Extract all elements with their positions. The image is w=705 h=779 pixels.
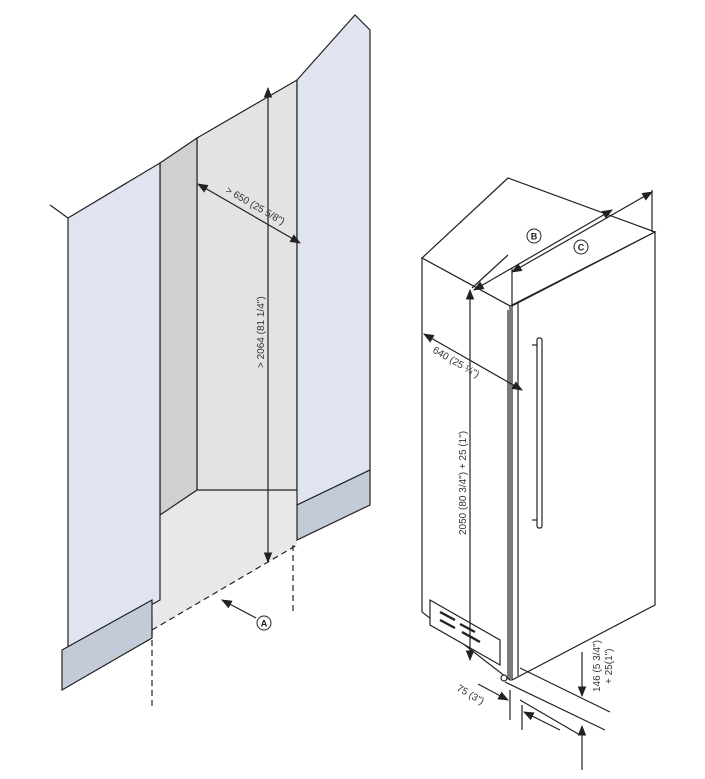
label-plinth-height-1: 146 (5 3/4") [592, 640, 603, 692]
svg-text:B: B [531, 232, 538, 242]
label-appliance-height: 2050 (80 3/4") + 25 (1") [458, 431, 469, 535]
callout-a: A [256, 615, 272, 631]
dimension-depth-line [423, 333, 523, 391]
left-plinth [61, 598, 153, 692]
left-wall [67, 161, 161, 652]
left-wall-top-edge [49, 204, 69, 219]
niche-back-wall [196, 78, 298, 491]
foot [500, 674, 508, 682]
arrow-setback-left [477, 683, 509, 701]
niche-floor [152, 490, 297, 630]
label-plinth-height-2: + 25(1") [604, 648, 615, 684]
niche-side-wall [159, 136, 198, 517]
arrow-a [221, 599, 257, 619]
appliance [420, 177, 657, 770]
label-plinth-setback: 75 (3") [455, 683, 486, 707]
door-handle [536, 337, 543, 529]
label-niche-height: > 2064 (81 1/4") [256, 296, 267, 368]
svg-text:C: C [578, 243, 585, 253]
arrow-setback-right [523, 711, 561, 731]
niche [49, 14, 371, 710]
callout-b: B [526, 228, 542, 244]
svg-text:A: A [261, 619, 268, 629]
right-plinth [296, 469, 371, 541]
right-wall [296, 14, 371, 506]
dimension-c-line [511, 191, 653, 273]
callout-c: C [573, 239, 589, 255]
niche-floor-dashed-lines [151, 544, 298, 710]
dimension-niche-depth-line [197, 183, 301, 244]
appliance-door [511, 231, 656, 681]
